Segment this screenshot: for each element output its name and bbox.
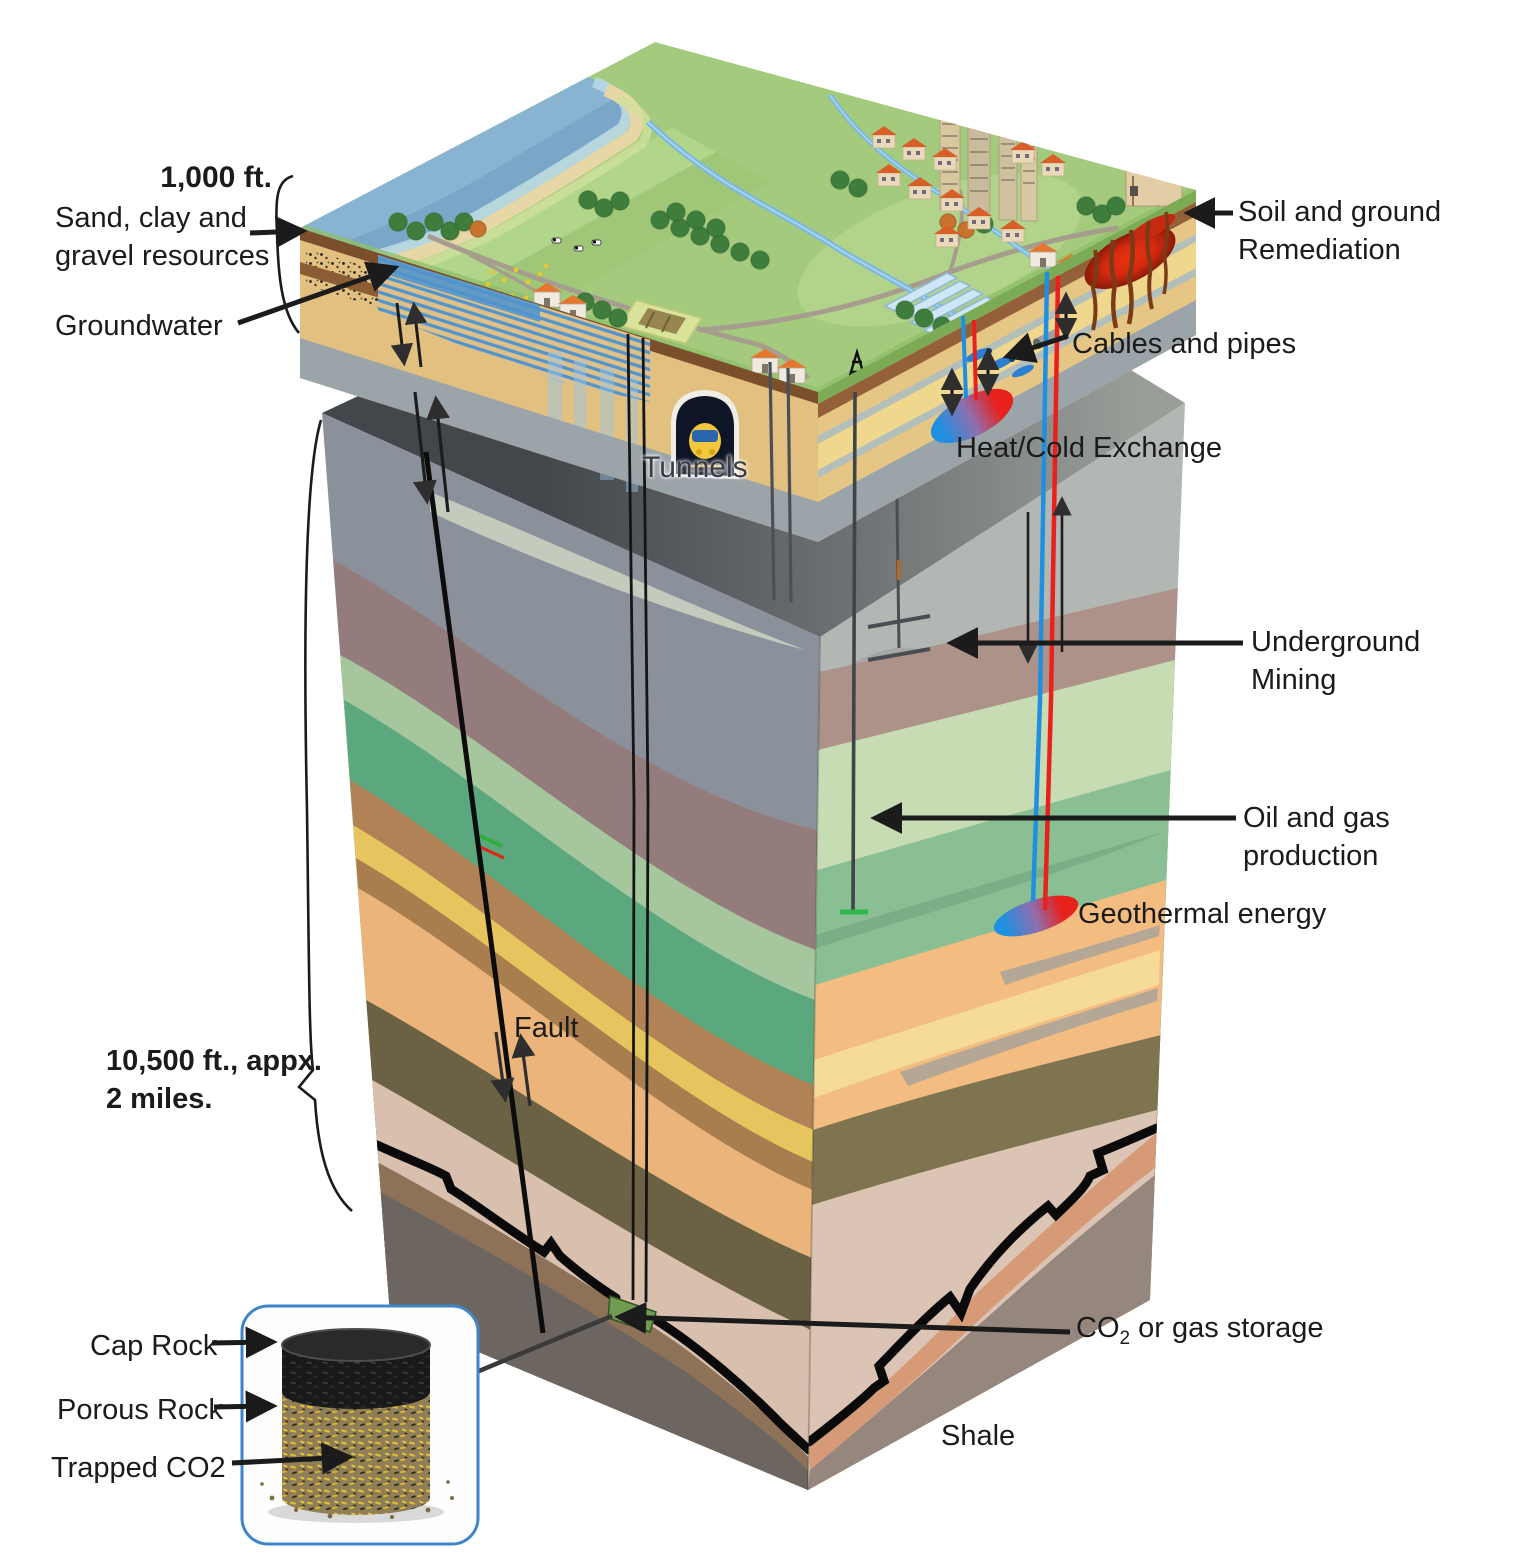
sand-label-line1: Sand, clay and [55, 202, 247, 234]
fault-label: Fault [514, 1012, 579, 1044]
cap-rock-core [282, 1345, 430, 1409]
co2-label-rest: or gas storage [1130, 1312, 1324, 1344]
slab-left-face [300, 228, 818, 542]
factory-icon [1125, 90, 1183, 207]
tunnels-label: Tunnels [642, 451, 748, 484]
utility-wells [768, 361, 793, 603]
depth-bottom-line1: 10,500 ft., appx. [106, 1045, 322, 1077]
wells-and-pipes [390, 271, 1079, 1334]
shale-label: Shale [941, 1420, 1016, 1452]
slab-top-face [300, 42, 1196, 392]
underground-mining-label: Underground Mining [1251, 624, 1471, 699]
trapped-co2-label: Trapped CO2 [51, 1452, 226, 1484]
train-icon [686, 423, 726, 473]
sand-label-line2: gravel resources [55, 239, 270, 272]
core-sample-inset [240, 1304, 613, 1546]
cap-rock-label: Cap Rock [90, 1330, 218, 1362]
depth-bracket-bottom [297, 419, 353, 1212]
co2-storage-label: CO2 or gas storage [1076, 1310, 1324, 1348]
surface-slab [300, 42, 1196, 542]
oil-gas-well [840, 391, 868, 915]
heat-cold-label: Heat/Cold Exchange [956, 432, 1222, 464]
mining-label-line2: Mining [1251, 663, 1337, 696]
porous-rock-label: Porous Rock [57, 1394, 224, 1426]
rock-crumbs [260, 1480, 454, 1519]
deep-block-right-face [808, 403, 1185, 1490]
depth-label-1000ft: 1,000 ft. [160, 161, 272, 194]
depth-bottom-line2: 2 miles. [106, 1082, 213, 1115]
mining-label-line1: Underground [1251, 626, 1421, 658]
heat-cold-probe [930, 388, 1014, 444]
oil-label-line1: Oil and gas [1243, 802, 1390, 834]
soil-label-line2: Remediation [1238, 233, 1401, 266]
soil-contamination [1084, 211, 1176, 331]
slab-right-face [818, 190, 1196, 542]
beach [362, 83, 644, 275]
oil-gas-label: Oil and gas production [1243, 800, 1453, 875]
sand-clay-gravel-label: Sand, clay and gravel resources [55, 200, 290, 275]
label-arrows [211, 196, 1243, 1475]
soil-remediation-label: Soil and ground Remediation [1238, 194, 1488, 269]
groundwater-label: Groundwater [55, 310, 223, 342]
annotations [211, 174, 1243, 1475]
cables-pipes-label: Cables and pipes [1072, 328, 1297, 360]
co2-injection-wells [626, 333, 650, 1303]
geothermal-doublet [993, 271, 1079, 937]
depth-label-10500ft: 10,500 ft., appx. 2 miles. [106, 1043, 356, 1118]
co2-label-prefix: CO [1076, 1312, 1120, 1344]
tunnel-entrance [671, 389, 739, 480]
sea [300, 76, 652, 281]
soil-label-line1: Soil and ground [1238, 196, 1442, 228]
co2-label-subscript: 2 [1119, 1327, 1131, 1349]
cap-rock-boundary-right [808, 1123, 1162, 1447]
heat-cold-pipes [940, 291, 1078, 417]
cap-rock-boundary-left [372, 1140, 814, 1455]
geothermal-label: Geothermal energy [1078, 898, 1327, 930]
fault-line [390, 301, 546, 1334]
oil-label-line2: production [1243, 839, 1379, 872]
